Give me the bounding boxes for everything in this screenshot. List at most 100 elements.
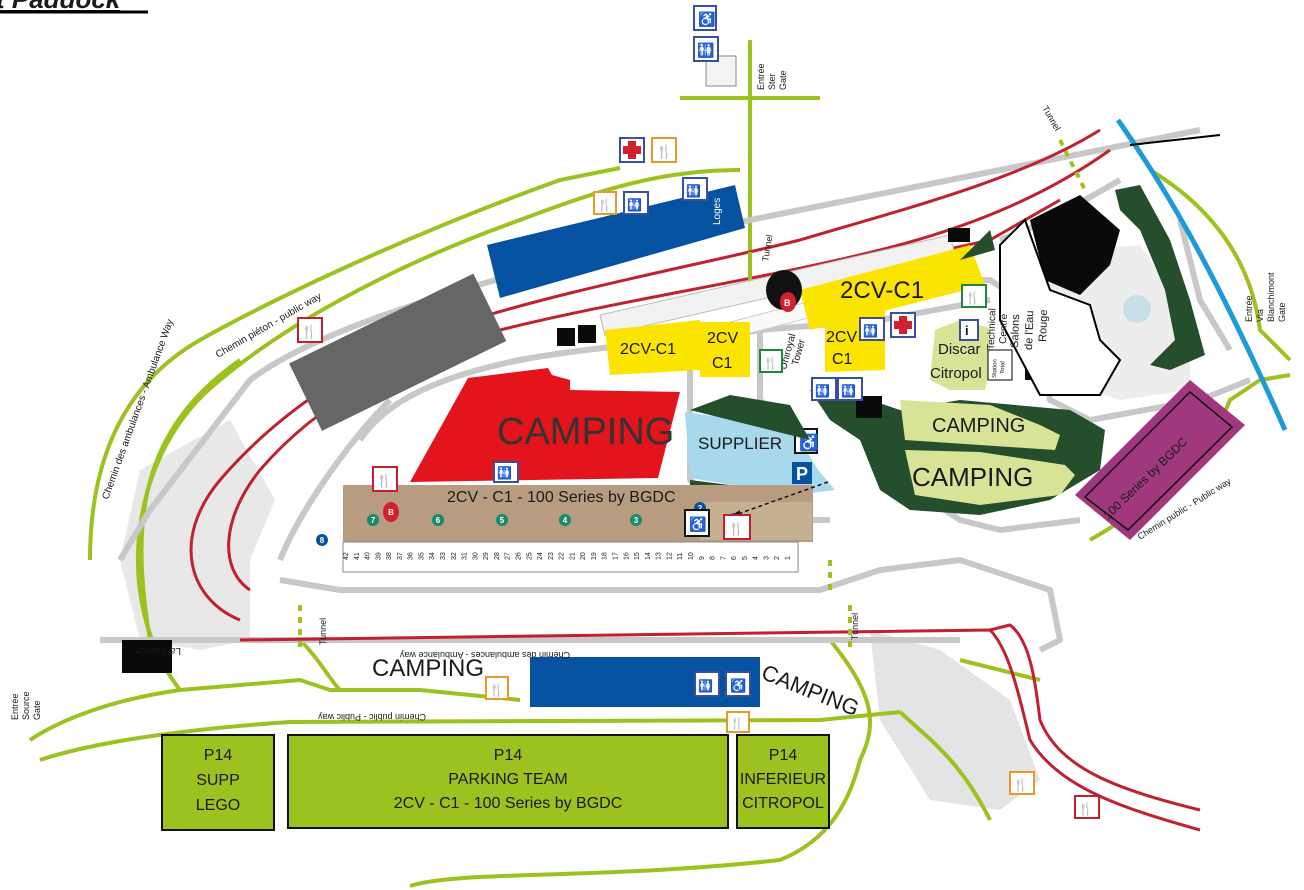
svg-text:🚻: 🚻	[686, 184, 701, 198]
zone-camping-green: CAMPING CAMPING	[900, 400, 1075, 505]
svg-text:CAMPING: CAMPING	[932, 415, 1025, 437]
svg-text:LEGO: LEGO	[196, 797, 240, 814]
svg-text:2CV-C1: 2CV-C1	[840, 277, 924, 304]
toilet-icon: 🚻	[859, 317, 885, 341]
svg-text:♿: ♿	[730, 678, 746, 693]
svg-text:Gate: Gate	[778, 70, 788, 90]
restaurant-icon: 🍴	[759, 349, 783, 373]
svg-text:🚻: 🚻	[697, 42, 714, 59]
svg-text:Rouge: Rouge	[1037, 309, 1050, 342]
road-public-bottom: Chemin public - Public way	[317, 712, 426, 722]
zone-supplier: SUPPLIER P ♿	[685, 412, 835, 495]
svg-text:Source: Source	[21, 691, 31, 720]
pit-number: 23	[548, 552, 555, 560]
bottom-blue-building	[530, 657, 760, 707]
svg-text:2CV-C1: 2CV-C1	[620, 341, 676, 358]
svg-text:🍴: 🍴	[730, 717, 744, 730]
svg-text:Loges: Loges	[712, 198, 723, 225]
pit-number: 35	[418, 552, 425, 560]
pit-number: 15	[634, 552, 641, 560]
toilet-icon: 🚻	[623, 191, 649, 215]
svg-text:CAMPING: CAMPING	[497, 411, 674, 453]
pit-number: 42	[343, 552, 350, 560]
parking-p14-inferieur: P14 INFERIEUR CITROPOL	[736, 734, 830, 829]
svg-text:7: 7	[371, 516, 376, 525]
restaurant-icon: 🍴	[372, 466, 398, 492]
svg-text:🚻: 🚻	[863, 324, 878, 338]
svg-text:B: B	[784, 298, 791, 308]
pond	[1123, 295, 1151, 323]
svg-text:CITROPOL: CITROPOL	[742, 795, 824, 812]
pit-number: 38	[386, 552, 393, 560]
toilet-icon: 🚻	[493, 461, 519, 483]
pit-number: 41	[354, 552, 361, 560]
svg-text:P14: P14	[204, 747, 233, 764]
pit-number: 26	[515, 552, 522, 560]
first-aid-icon	[619, 137, 645, 163]
zone-paddock: 2CV - C1 - 100 Series by BGDC	[342, 485, 813, 573]
pit-number: 18	[602, 552, 609, 560]
road-la-source: La Source	[135, 645, 181, 656]
svg-text:6: 6	[436, 516, 441, 525]
wheelchair-icon: ♿	[693, 5, 717, 31]
gate-source: Entrée Source Gate	[10, 691, 42, 720]
tunnel-label-1: Tunnel	[318, 618, 328, 645]
svg-text:3: 3	[634, 516, 639, 525]
restaurant-icon: 🍴	[961, 284, 987, 308]
pit-number: 4	[753, 556, 760, 560]
wheelchair-icon: ♿	[684, 509, 710, 537]
svg-text:🍴: 🍴	[728, 521, 744, 537]
pit-number: 37	[397, 552, 404, 560]
svg-text:CAMPING: CAMPING	[912, 462, 1033, 492]
pit-number: 12	[666, 552, 673, 560]
pit-number: 32	[451, 552, 458, 560]
svg-text:P: P	[796, 464, 808, 484]
svg-text:Total: Total	[1000, 361, 1006, 374]
pit-number: 36	[408, 552, 415, 560]
svg-text:🍴: 🍴	[489, 683, 504, 697]
svg-text:2: 2	[698, 504, 703, 513]
svg-text:C1: C1	[832, 351, 853, 368]
restaurant-icon: 🍴	[485, 676, 509, 700]
svg-text:🍴: 🍴	[597, 198, 612, 212]
toilet-icon: 🚻	[811, 377, 837, 401]
toilet-icon: 🚻	[682, 177, 708, 201]
salons-building: Salons de l'Eau Rouge Technical Centre S…	[986, 218, 1151, 396]
svg-text:i: i	[965, 323, 969, 338]
zone-camping-red: CAMPING	[410, 368, 680, 482]
pit-number: 20	[580, 552, 587, 560]
svg-text:Gate: Gate	[32, 700, 42, 720]
pit-number: 39	[375, 552, 382, 560]
parking-p14-team: P14 PARKING TEAM 2CV - C1 - 100 Series b…	[287, 734, 729, 829]
svg-text:Citropol: Citropol	[930, 365, 982, 382]
svg-text:Technical: Technical	[986, 308, 998, 350]
first-aid-icon	[890, 312, 916, 338]
pit-number: 10	[688, 552, 695, 560]
pit-number: 24	[537, 552, 544, 560]
svg-text:Via: Via	[1255, 309, 1265, 322]
pit-number: 14	[645, 552, 652, 560]
svg-text:Gate: Gate	[1277, 302, 1287, 322]
restaurant-icon: 🍴	[651, 137, 677, 163]
pit-number: 6	[731, 556, 738, 560]
restaurant-icon: 🍴	[723, 514, 751, 540]
info-icon: i	[959, 319, 979, 341]
pit-number: 22	[559, 552, 566, 560]
svg-text:INFERIEUR: INFERIEUR	[740, 771, 826, 788]
svg-text:P14: P14	[769, 747, 798, 764]
svg-text:de l'Eau: de l'Eau	[1023, 310, 1036, 350]
camping-bottom-right: CAMPING	[758, 659, 863, 721]
pit-number: 9	[699, 556, 706, 560]
pit-number: 11	[677, 553, 684, 560]
svg-text:Discar: Discar	[938, 341, 981, 358]
svg-text:♿: ♿	[698, 11, 715, 28]
pit-number: 13	[656, 552, 663, 560]
svg-text:Salons: Salons	[1009, 314, 1022, 349]
restaurant-icon: 🍴	[297, 317, 323, 343]
pit-number: 40	[365, 552, 372, 560]
dashed-arrow	[734, 481, 829, 516]
pit-number: 8	[710, 556, 717, 560]
loges-building: Loges	[487, 185, 745, 298]
svg-text:🚻: 🚻	[627, 198, 642, 212]
pit-number: 29	[483, 552, 490, 560]
